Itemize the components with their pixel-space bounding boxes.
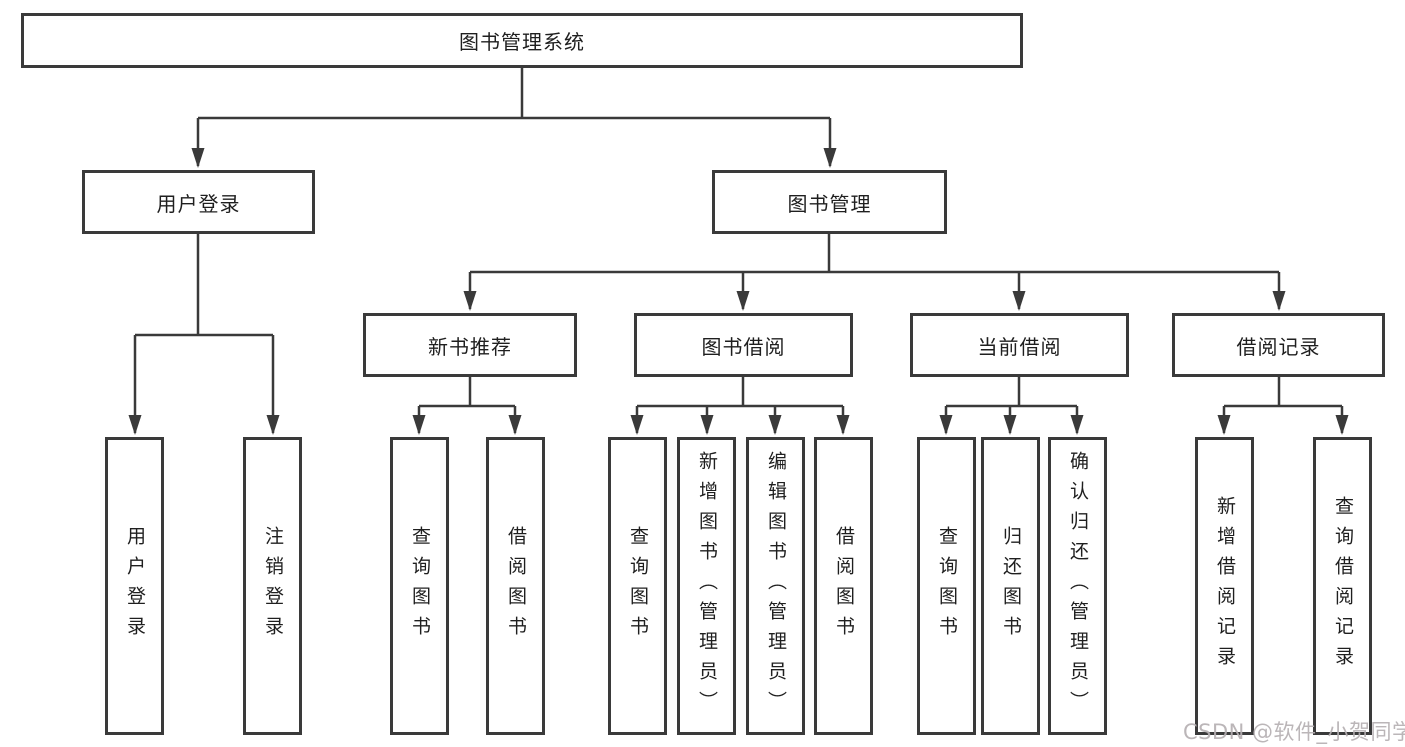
connector-borrow-records: [1217, 377, 1349, 435]
node-book-borrow: 图书借阅: [634, 313, 853, 377]
csdn-watermark: CSDN @软件_小贺同学: [1183, 720, 1405, 744]
leaf-edit-book-admin: 编辑图书（管理员）: [746, 437, 805, 735]
leaf-add-borrow-record-label: 新增借阅记录: [1214, 496, 1236, 676]
node-root-label: 图书管理系统: [459, 30, 585, 54]
leaf-user-login-label: 用户登录: [124, 526, 146, 646]
node-new-book-recommend-label: 新书推荐: [428, 334, 512, 359]
leaf-logout-label: 注销登录: [262, 526, 284, 646]
leaf-query-books-2-label: 查询图书: [627, 526, 649, 646]
node-book-management: 图书管理: [712, 170, 947, 234]
node-root: 图书管理系统: [21, 13, 1023, 68]
connector-current-borrow: [939, 377, 1084, 435]
leaf-query-books-1-label: 查询图书: [409, 526, 431, 646]
connector-book-borrow: [630, 377, 850, 435]
node-borrow-records-label: 借阅记录: [1236, 334, 1321, 359]
leaf-return-books-label: 归还图书: [1000, 526, 1022, 646]
connector-book-management: [463, 234, 1286, 311]
node-current-borrow: 当前借阅: [910, 313, 1129, 377]
leaf-add-book-admin-label: 新增图书（管理员）: [696, 451, 718, 721]
leaf-borrow-books-2: 借阅图书: [814, 437, 873, 735]
leaf-query-books-2: 查询图书: [608, 437, 667, 735]
leaf-return-books: 归还图书: [981, 437, 1040, 735]
leaf-query-borrow-record: 查询借阅记录: [1313, 437, 1372, 735]
node-borrow-records: 借阅记录: [1172, 313, 1385, 377]
connector-root: [191, 68, 837, 168]
leaf-query-books-3: 查询图书: [917, 437, 976, 735]
leaf-add-borrow-record: 新增借阅记录: [1195, 437, 1254, 735]
leaf-edit-book-admin-label: 编辑图书（管理员）: [765, 451, 787, 721]
leaf-confirm-return-admin: 确认归还（管理员）: [1048, 437, 1107, 735]
leaf-query-borrow-record-label: 查询借阅记录: [1332, 496, 1354, 676]
leaf-borrow-books-1: 借阅图书: [486, 437, 545, 735]
leaf-add-book-admin: 新增图书（管理员）: [677, 437, 736, 735]
leaf-user-login: 用户登录: [105, 437, 164, 735]
connector-new-book-recommend: [412, 377, 522, 435]
node-book-management-label: 图书管理: [787, 191, 872, 216]
leaf-borrow-books-1-label: 借阅图书: [505, 526, 527, 646]
leaf-query-books-3-label: 查询图书: [936, 526, 958, 646]
leaf-query-books-1: 查询图书: [390, 437, 449, 735]
connector-user-login: [128, 234, 280, 435]
leaf-borrow-books-2-label: 借阅图书: [833, 526, 855, 646]
leaf-confirm-return-admin-label: 确认归还（管理员）: [1067, 451, 1089, 721]
node-user-login: 用户登录: [82, 170, 315, 234]
node-user-login-label: 用户登录: [156, 191, 241, 216]
node-new-book-recommend: 新书推荐: [363, 313, 577, 377]
node-book-borrow-label: 图书借阅: [701, 334, 786, 359]
leaf-logout: 注销登录: [243, 437, 302, 735]
node-current-borrow-label: 当前借阅: [977, 334, 1062, 359]
